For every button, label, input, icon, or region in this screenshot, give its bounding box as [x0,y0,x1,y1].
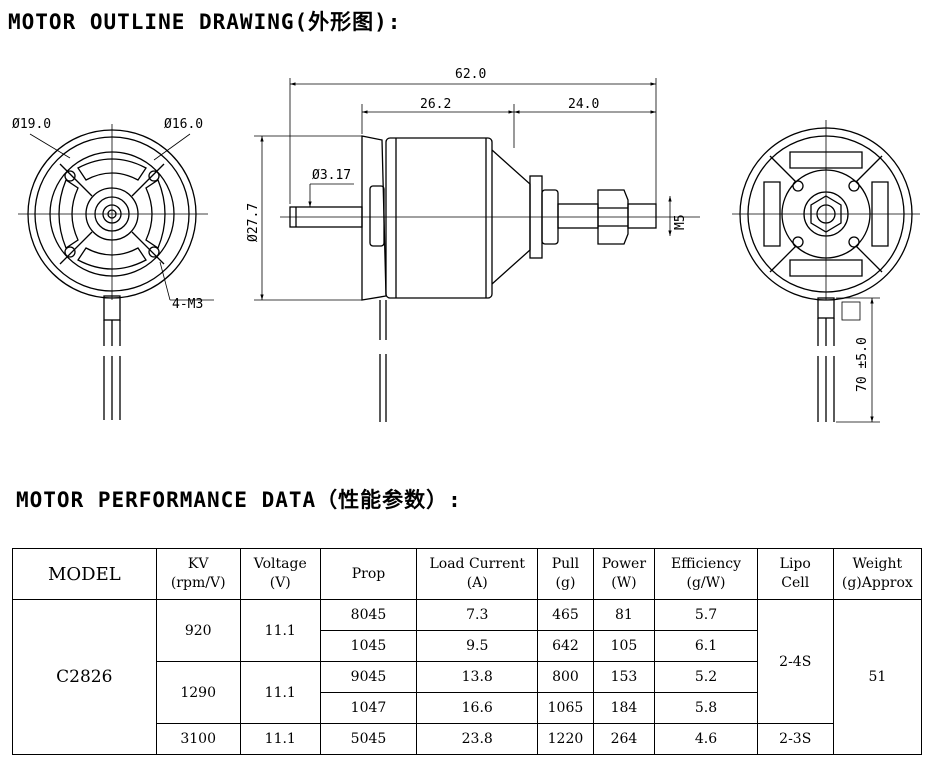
front-view [18,124,214,420]
cell-power: 184 [592,692,656,724]
table-row: C2826 920 11.1 8045 7.3 465 81 5.7 2-4S … [12,599,923,755]
cell-prop: 9045 [319,661,418,693]
header-kv: KV(rpm/V) [155,548,241,600]
cell-efficiency: 5.2 [654,661,758,693]
cell-efficiency: 4.6 [654,723,758,755]
header-pull: Pull(g) [537,548,594,600]
table-header-row: MODEL KV(rpm/V) Voltage(V) Prop Load Cur… [12,548,923,600]
cell-voltage: 11.1 [239,661,321,724]
performance-heading: MOTOR PERFORMANCE DATA（性能参数）: [16,488,462,512]
cell-current: 23.8 [416,723,539,755]
cell-current: 7.3 [416,599,539,631]
cell-pull: 642 [537,630,594,662]
cell-voltage: 11.1 [239,723,321,755]
cell-model: C2826 [12,599,157,755]
cell-prop: 5045 [319,723,418,755]
cell-pull: 1220 [537,723,594,755]
cell-kv: 1290 [155,661,241,724]
motor-outline-drawing: Ø19.0 Ø16.0 4-M3 [12,67,920,423]
header-voltage: Voltage(V) [239,548,321,600]
cell-power: 81 [592,599,656,631]
cell-current: 13.8 [416,661,539,693]
cell-voltage: 11.1 [239,599,321,662]
cell-kv: 3100 [155,723,241,755]
body-dia-label: Ø27.7 [246,203,261,242]
cell-prop: 8045 [319,599,418,631]
cell-power: 153 [592,661,656,693]
header-prop: Prop [319,548,418,600]
front-outer-dia-label: Ø19.0 [12,117,51,132]
body-length-label: 26.2 [420,97,451,112]
header-load-current: Load Current(A) [416,548,539,600]
outline-heading: MOTOR OUTLINE DRAWING(外形图): [8,10,402,34]
header-power: Power(W) [592,548,656,600]
cell-lipo: 2-4S [756,599,834,724]
cell-lipo: 2-3S [756,723,834,755]
total-length-label: 62.0 [455,67,486,82]
header-weight: Weight(g)Approx [832,548,923,600]
cell-power: 264 [592,723,656,755]
thread-label: M5 [673,214,688,230]
cell-efficiency: 5.7 [654,599,758,631]
front-inner-dia-label: Ø16.0 [164,117,203,132]
mount-holes-label: 4-M3 [172,297,203,312]
lead-length-label: 70 ±5.0 [855,337,870,392]
cell-efficiency: 6.1 [654,630,758,662]
rear-view [732,120,920,423]
performance-table: MODEL KV(rpm/V) Voltage(V) Prop Load Cur… [12,548,923,755]
cell-current: 9.5 [416,630,539,662]
cell-weight: 51 [832,599,923,755]
cell-prop: 1047 [319,692,418,724]
cell-pull: 1065 [537,692,594,724]
cell-efficiency: 5.8 [654,692,758,724]
table-row: 3100 11.1 5045 23.8 1220 264 4.6 2-3S [13,723,922,755]
shaft-length-label: 24.0 [568,97,599,112]
header-model: MODEL [12,548,157,600]
table-row: 1290 11.1 9045 13.8 800 153 5.2 [13,661,922,724]
cell-pull: 800 [537,661,594,693]
cell-kv: 920 [155,599,241,662]
shaft-dia-label: Ø3.17 [312,168,351,183]
header-efficiency: Efficiency(g/W) [654,548,758,600]
cell-prop: 1045 [319,630,418,662]
cell-pull: 465 [537,599,594,631]
cell-power: 105 [592,630,656,662]
side-view [254,78,700,422]
cell-current: 16.6 [416,692,539,724]
